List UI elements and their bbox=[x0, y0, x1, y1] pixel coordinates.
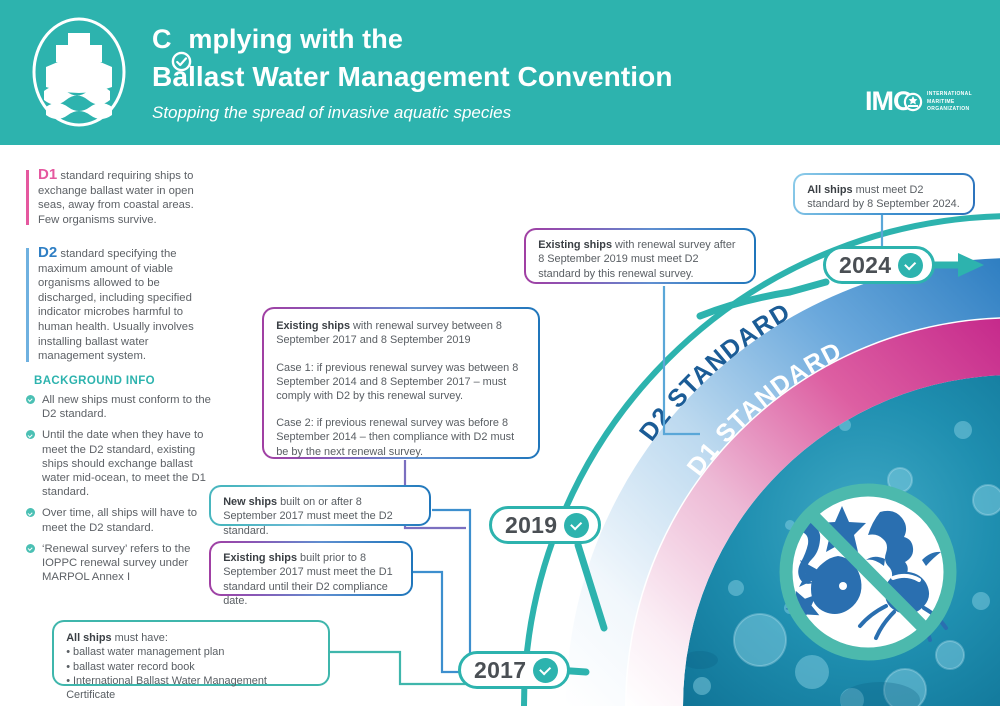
imo-logo: IMO INTERNATIONAL MARITIME ORGANIZATION bbox=[865, 88, 993, 124]
definition-d2-key: D2 bbox=[38, 244, 58, 261]
arrow-right-icon bbox=[934, 253, 984, 277]
callout-existing-after-2019: Existing ships with renewal survey after… bbox=[524, 228, 756, 284]
timeline-year-2017[interactable]: 2017 bbox=[458, 651, 571, 689]
callout-all-ships-2024-bold: All ships bbox=[807, 184, 853, 197]
callout-all-ships-2024-text: must meet D2 standard by 8 September 202… bbox=[807, 184, 960, 211]
list-item-label: Until the date when they have to meet th… bbox=[42, 429, 206, 499]
callout-all-ships-must-have-bold: All ships bbox=[66, 632, 112, 645]
callout-new-ships: New ships built on or after 8 September … bbox=[209, 485, 431, 537]
check-bullet-icon bbox=[26, 395, 35, 404]
callout-existing-prior: Existing ships built prior to 8 Septembe… bbox=[209, 541, 413, 607]
no-invasive-species-icon bbox=[779, 483, 957, 661]
list-item-label: All new ships must conform to the D2 sta… bbox=[42, 394, 211, 421]
definition-d1-key: D1 bbox=[38, 166, 58, 183]
background-info-heading: BACKGROUND INFO bbox=[34, 375, 155, 387]
timeline-year-2019[interactable]: 2019 bbox=[489, 506, 602, 544]
imo-sub-line3: ORGANIZATION bbox=[927, 106, 970, 112]
timeline-year-2024-label: 2024 bbox=[839, 251, 892, 278]
ship-icon bbox=[32, 17, 126, 127]
callout-existing-between-case1: Case 1: if previous renewal survey was b… bbox=[276, 361, 519, 402]
callout-existing-prior-text: built prior to 8 September 2017 must mee… bbox=[223, 552, 393, 607]
header-title-line2: Ballast Water Management Convention bbox=[152, 61, 673, 92]
definition-d1-bar bbox=[26, 170, 29, 226]
list-item-label: Over time, all ships will have to meet t… bbox=[42, 507, 198, 534]
callout-all-ships-must-have-text: must have: bbox=[111, 632, 168, 645]
callout-existing-prior-inner: Existing ships built prior to 8 Septembe… bbox=[211, 543, 411, 607]
imo-emblem-icon bbox=[903, 92, 923, 112]
definition-d2-body: standard specifying the maximum amount o… bbox=[38, 248, 194, 363]
definition-d1: D1 standard requiring ships to exchange … bbox=[26, 166, 210, 227]
imo-logo-subtext: INTERNATIONAL MARITIME ORGANIZATION bbox=[927, 91, 972, 114]
timeline-year-2019-label: 2019 bbox=[505, 511, 558, 538]
list-item: ‘Renewal survey’ refers to the IOPPC ren… bbox=[26, 542, 216, 585]
callout-new-ships-bold: New ships bbox=[223, 496, 278, 509]
spacer bbox=[276, 348, 527, 361]
imo-sub-line2: MARITIME bbox=[927, 98, 955, 105]
check-bullet-icon bbox=[26, 543, 35, 553]
background-info-list: All new ships must conform to the D2 sta… bbox=[26, 393, 216, 591]
list-item: Until the date when they have to meet th… bbox=[26, 428, 216, 499]
callout-existing-between-head: Existing ships with renewal survey betwe… bbox=[276, 319, 527, 347]
callout-requirement-item: • ballast water record book bbox=[66, 660, 195, 673]
list-item: All new ships must conform to the D2 sta… bbox=[26, 393, 216, 421]
callout-all-ships-2024-inner: All ships must meet D2 standard by 8 Sep… bbox=[795, 175, 973, 213]
callout-existing-after-2019-text: with renewal survey after 8 September 20… bbox=[538, 239, 736, 280]
callout-all-ships-2024: All ships must meet D2 standard by 8 Sep… bbox=[793, 173, 975, 215]
list-item-label: ‘Renewal survey’ refers to the IOPPC ren… bbox=[42, 542, 191, 584]
callout-all-ships-must-have-inner: All ships must have: • ballast water man… bbox=[54, 622, 328, 701]
definition-d2: D2 standard specifying the maximum amoun… bbox=[26, 244, 214, 364]
header-subtitle: Stopping the spread of invasive aquatic … bbox=[152, 103, 512, 122]
definition-d1-text: D1 standard requiring ships to exchange … bbox=[38, 166, 210, 227]
check-bullet-icon bbox=[26, 430, 35, 440]
callout-new-ships-inner: New ships built on or after 8 September … bbox=[211, 487, 429, 537]
timeline-year-2017-label: 2017 bbox=[474, 656, 527, 683]
callout-requirement-item: • International Ballast Water Management… bbox=[66, 674, 267, 701]
spacer bbox=[276, 403, 527, 416]
callout-existing-between-case2: Case 2: if previous renewal survey was b… bbox=[276, 417, 515, 458]
callout-existing-between-line1: with renewal survey between 8 September … bbox=[276, 320, 502, 347]
callout-requirement-item: • ballast water management plan bbox=[66, 646, 225, 659]
header-title-line1-post: mplying with the bbox=[188, 24, 403, 54]
list-item: Over time, all ships will have to meet t… bbox=[26, 506, 216, 534]
callout-all-ships-must-have-head: All ships must have: bbox=[66, 631, 317, 645]
definition-d2-bar bbox=[26, 248, 29, 362]
check-bullet-icon bbox=[26, 508, 35, 518]
callout-all-ships-must-have: All ships must have: • ballast water man… bbox=[52, 620, 330, 701]
callout-new-ships-text: built on or after 8 September 2017 must … bbox=[223, 496, 393, 537]
check-icon bbox=[533, 657, 559, 683]
callout-existing-after-2019-inner: Existing ships with renewal survey after… bbox=[526, 230, 754, 282]
definition-d2-text: D2 standard specifying the maximum amoun… bbox=[38, 244, 214, 364]
callout-existing-after-2019-bold: Existing ships bbox=[538, 239, 613, 252]
callout-existing-between: Existing ships with renewal survey betwe… bbox=[262, 307, 540, 459]
header-title-line1-pre: C bbox=[152, 24, 172, 54]
definition-d1-body: standard requiring ships to exchange bal… bbox=[38, 170, 194, 226]
callout-existing-between-bold: Existing ships bbox=[276, 320, 351, 333]
timeline-year-2024[interactable]: 2024 bbox=[823, 246, 936, 284]
callout-existing-prior-bold: Existing ships bbox=[223, 552, 298, 565]
check-icon bbox=[898, 252, 924, 278]
imo-sub-line1: INTERNATIONAL bbox=[927, 91, 973, 97]
check-icon bbox=[564, 512, 590, 538]
callout-existing-between-inner: Existing ships with renewal survey betwe… bbox=[264, 309, 538, 458]
